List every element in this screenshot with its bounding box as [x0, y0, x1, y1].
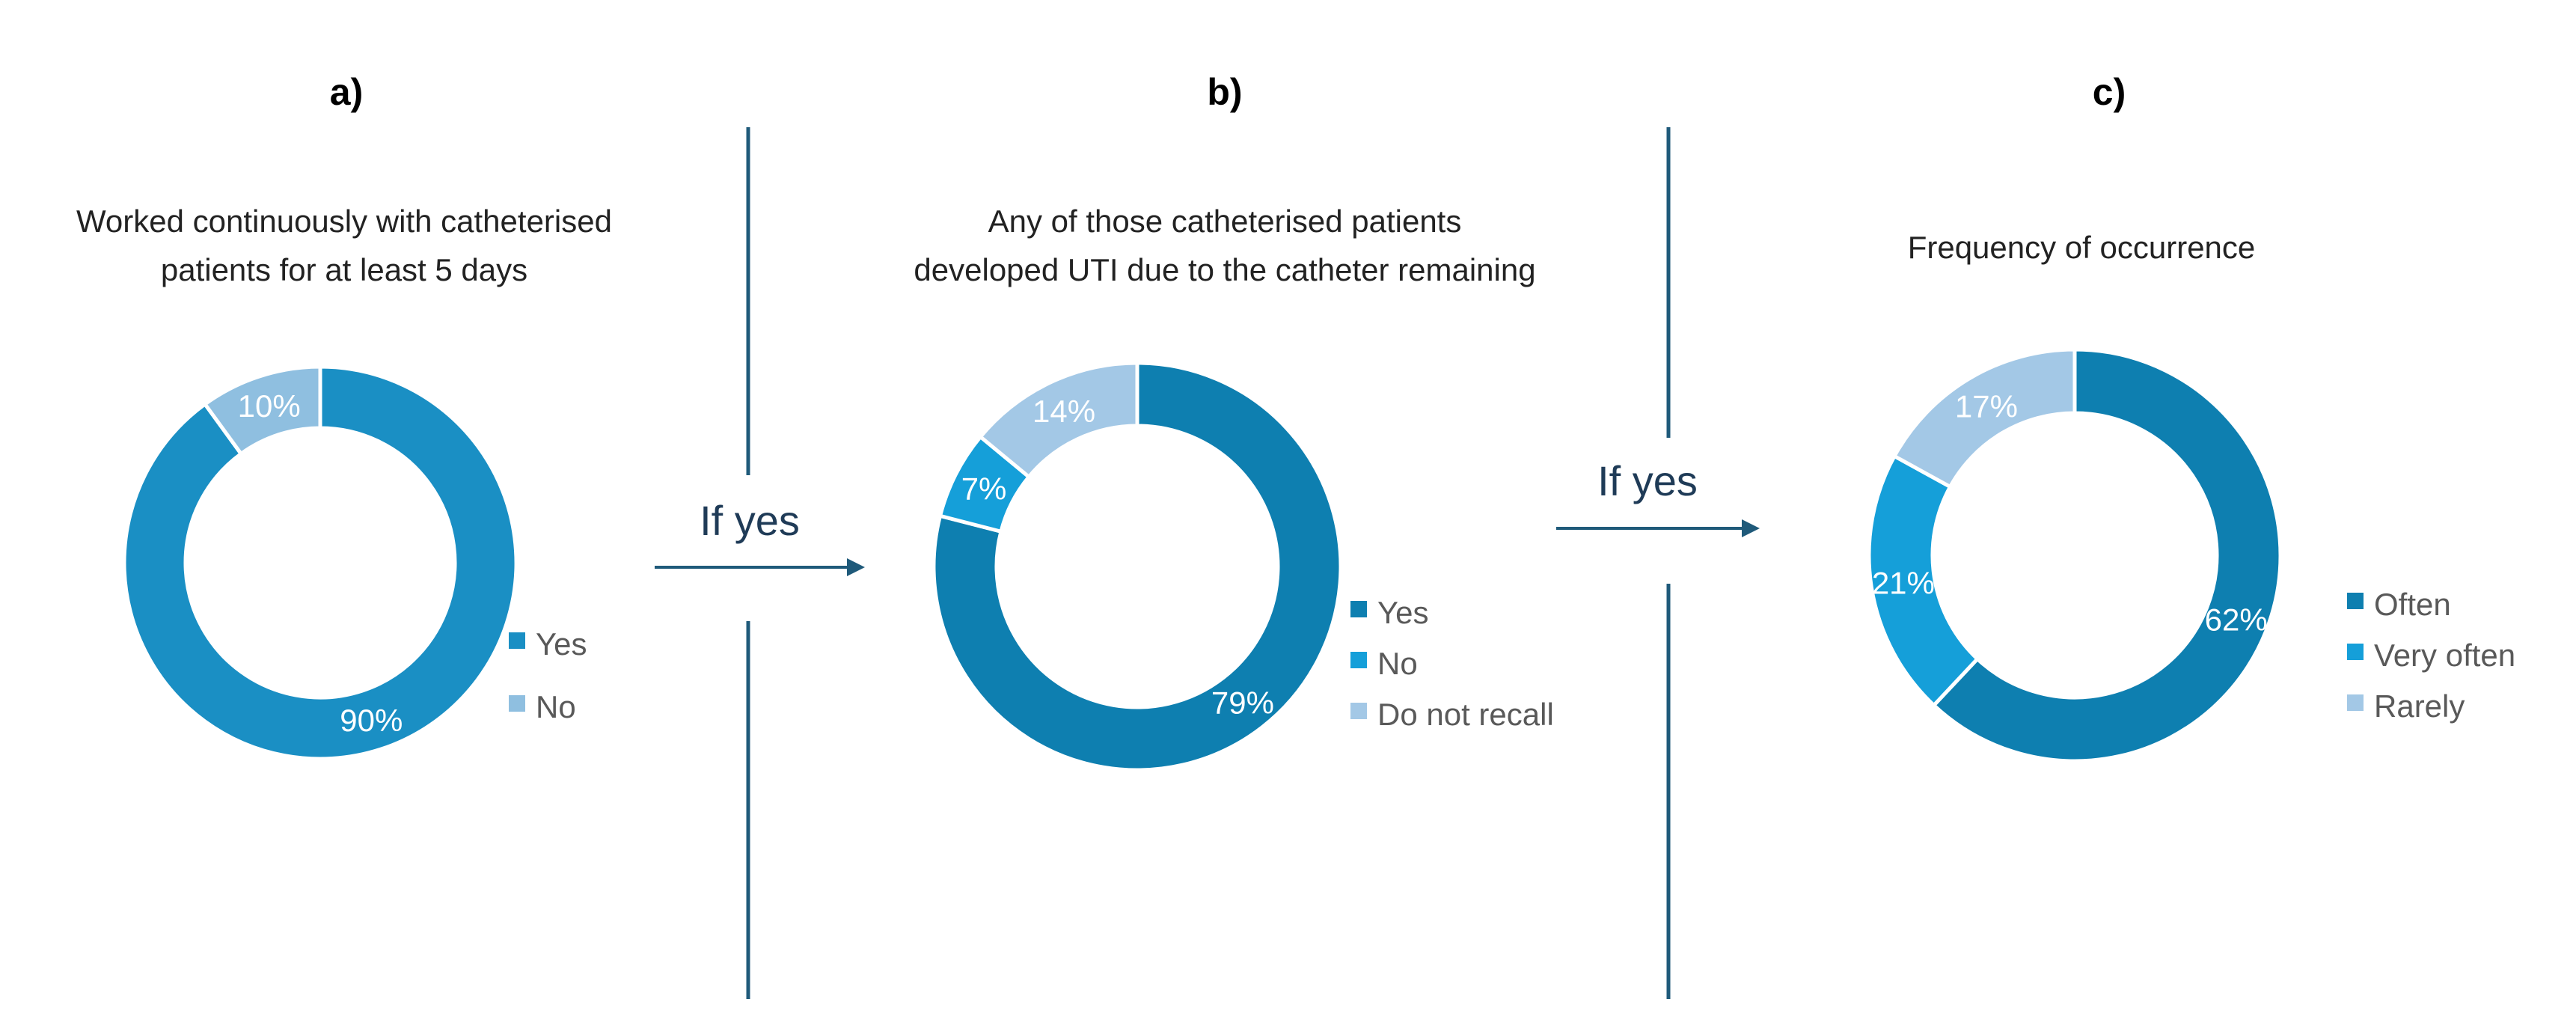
data-label-no: 10% [238, 388, 301, 424]
panel-b-title-line-1: Any of those catheterised patients [988, 204, 1462, 239]
slice-yes [931, 361, 1343, 772]
legend-label-yes: Yes [536, 626, 587, 662]
legend-swatch-yes [509, 632, 525, 649]
panel-a-letter: a) [330, 71, 363, 113]
slice-no [202, 364, 322, 456]
legend-label-often: Often [2374, 587, 2451, 622]
legend-swatch-no [509, 695, 525, 712]
data-label-rarely: 17% [1955, 388, 2018, 424]
panel-a-title-line-1: Worked continuously with catheterised [76, 204, 612, 239]
legend-swatch-yes [1350, 601, 1367, 617]
legend-label-yes: Yes [1377, 595, 1429, 630]
panel-c-title-line-1: Frequency of occurrence [1908, 230, 2256, 265]
slice-do-not-recall [977, 361, 1139, 480]
slice-yes [122, 364, 518, 761]
data-label-do-not-recall: 14% [1032, 394, 1095, 429]
legend-label-no: No [536, 689, 576, 724]
flow-label-right: If yes [1597, 457, 1698, 504]
legend-swatch-do-not-recall [1350, 703, 1367, 719]
legend-label-rarely: Rarely [2374, 688, 2465, 724]
flow-arrow-left-head [847, 558, 865, 576]
data-label-yes: 79% [1211, 685, 1274, 721]
flow-arrow-right-head [1742, 519, 1760, 537]
panel-c-letter: c) [2093, 71, 2126, 113]
slice-rarely [1891, 347, 2077, 489]
legend-label-do-not-recall: Do not recall [1377, 697, 1554, 732]
legend-label-very-often: Very often [2374, 638, 2515, 673]
data-label-yes: 90% [340, 703, 403, 738]
legend-swatch-rarely [2347, 694, 2364, 711]
legend-swatch-very-often [2347, 644, 2364, 660]
data-label-very-often: 21% [1872, 565, 1935, 600]
slice-often [1931, 347, 2283, 763]
legend-label-no: No [1377, 646, 1418, 681]
legend-swatch-often [2347, 593, 2364, 609]
data-label-often: 62% [2205, 602, 2268, 637]
data-label-no: 7% [961, 471, 1007, 507]
legend-swatch-no [1350, 652, 1367, 668]
slice-very-often [1867, 453, 1980, 709]
panel-a-title-line-2: patients for at least 5 days [161, 252, 527, 287]
panel-b-title-line-2: developed UTI due to the catheter remain… [914, 252, 1535, 287]
panel-b-letter: b) [1207, 71, 1242, 113]
flow-label-left: If yes [700, 497, 800, 544]
